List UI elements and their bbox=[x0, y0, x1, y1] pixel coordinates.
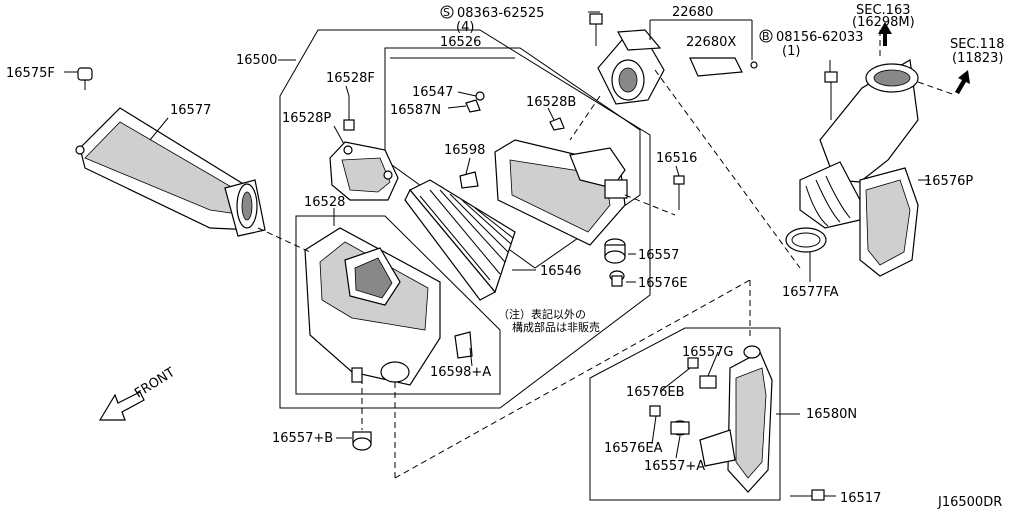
callout-08156-mark: B bbox=[762, 30, 770, 43]
part-16546-filter bbox=[404, 179, 516, 301]
front-arrow-icon bbox=[98, 391, 145, 421]
label-08156-62033: 08156-62033 bbox=[776, 30, 863, 45]
label-08363-62525: 08363-62525 bbox=[457, 6, 544, 21]
part-16517-bolt bbox=[790, 489, 825, 501]
label-16528F: 16528F bbox=[326, 71, 375, 86]
part-16557-grommet bbox=[604, 238, 626, 264]
part-16528B-clip bbox=[549, 117, 565, 131]
part-16575F-clip bbox=[77, 67, 93, 90]
label-16528P: 16528P bbox=[282, 111, 331, 126]
part-16528P-cover bbox=[329, 141, 399, 201]
label-sec118: SEC.118 bbox=[950, 37, 1005, 52]
part-16598-bracket bbox=[459, 171, 479, 189]
label-16526: 16526 bbox=[440, 35, 481, 50]
label-16557G: 16557G bbox=[682, 345, 733, 360]
label-sec163: SEC.163 bbox=[856, 3, 911, 18]
label-16587N: 16587N bbox=[390, 103, 441, 118]
label-16528: 16528 bbox=[304, 195, 345, 210]
label-16546: 16546 bbox=[540, 264, 581, 279]
assembly-guide-lines bbox=[257, 30, 956, 479]
box-16528 bbox=[295, 215, 501, 395]
part-16577-duct bbox=[75, 107, 266, 237]
callout-08363-mark: S bbox=[443, 6, 450, 19]
leader-lines bbox=[64, 11, 930, 497]
part-16587N-pin bbox=[465, 99, 481, 113]
sec163-arrow-icon bbox=[878, 22, 892, 46]
part-16516-bolt bbox=[673, 175, 685, 210]
label-sec163-sub: (16298M) bbox=[852, 15, 915, 30]
label-16576E: 16576E bbox=[638, 276, 688, 291]
label-16576EA: 16576EA bbox=[604, 441, 663, 456]
label-16598A: 16598+A bbox=[430, 365, 491, 380]
label-16580N: 16580N bbox=[806, 407, 857, 422]
callout-08156: B 08156-62033 (1) bbox=[759, 29, 863, 59]
label-16547: 16547 bbox=[412, 85, 453, 100]
callout-08363: S 08363-62525 (4) bbox=[440, 5, 544, 35]
part-16576EA-collar bbox=[649, 405, 661, 417]
label-22680: 22680 bbox=[672, 5, 713, 20]
part-16598A-bracket bbox=[454, 331, 473, 359]
label-08363-qty: (4) bbox=[456, 20, 474, 35]
label-front: FRONT bbox=[132, 365, 178, 401]
label-08156-qty: (1) bbox=[782, 44, 800, 59]
part-16528-housing bbox=[304, 227, 441, 386]
label-16577: 16577 bbox=[170, 103, 211, 118]
part-08156-bolt bbox=[824, 71, 838, 120]
label-16528B: 16528B bbox=[526, 95, 576, 110]
label-16576P: 16576P bbox=[924, 174, 973, 189]
drawing-id: J16500DR bbox=[937, 495, 1002, 510]
part-16576E-collar bbox=[609, 270, 625, 287]
note-line-1: （注）表記以外の bbox=[498, 307, 586, 321]
label-22680X: 22680X bbox=[686, 35, 736, 50]
part-16577FA-clamp bbox=[785, 227, 827, 253]
label-16557B: 16557+B bbox=[272, 431, 333, 446]
part-08363-bolt bbox=[589, 13, 603, 46]
part-16557G-grommet bbox=[699, 375, 717, 389]
label-16576EB: 16576EB bbox=[626, 385, 685, 400]
label-16575F: 16575F bbox=[6, 66, 55, 81]
part-16576EB-collar bbox=[687, 357, 699, 369]
part-16547-clip bbox=[475, 91, 485, 101]
part-16557B-grommet bbox=[352, 431, 372, 451]
label-16598: 16598 bbox=[444, 143, 485, 158]
part-22680-maf-sensor bbox=[597, 29, 665, 105]
label-16500: 16500 bbox=[236, 53, 277, 68]
part-16580N-resonator bbox=[699, 345, 773, 493]
part-22680X-connector bbox=[689, 57, 758, 77]
part-16526-upper-housing bbox=[494, 139, 628, 246]
label-16516: 16516 bbox=[656, 151, 697, 166]
part-16576P-duct bbox=[799, 59, 919, 277]
label-sec118-sub: (11823) bbox=[952, 51, 1004, 66]
label-16577FA: 16577FA bbox=[782, 285, 839, 300]
sec118-arrow-icon bbox=[955, 70, 970, 94]
part-16528F-clip bbox=[343, 96, 355, 131]
label-16557: 16557 bbox=[638, 248, 679, 263]
note-line-2: 構成部品は非販売 bbox=[512, 320, 600, 334]
label-16557A: 16557+A bbox=[644, 459, 705, 474]
part-16557A-grommet bbox=[670, 420, 690, 436]
label-16517: 16517 bbox=[840, 491, 881, 506]
